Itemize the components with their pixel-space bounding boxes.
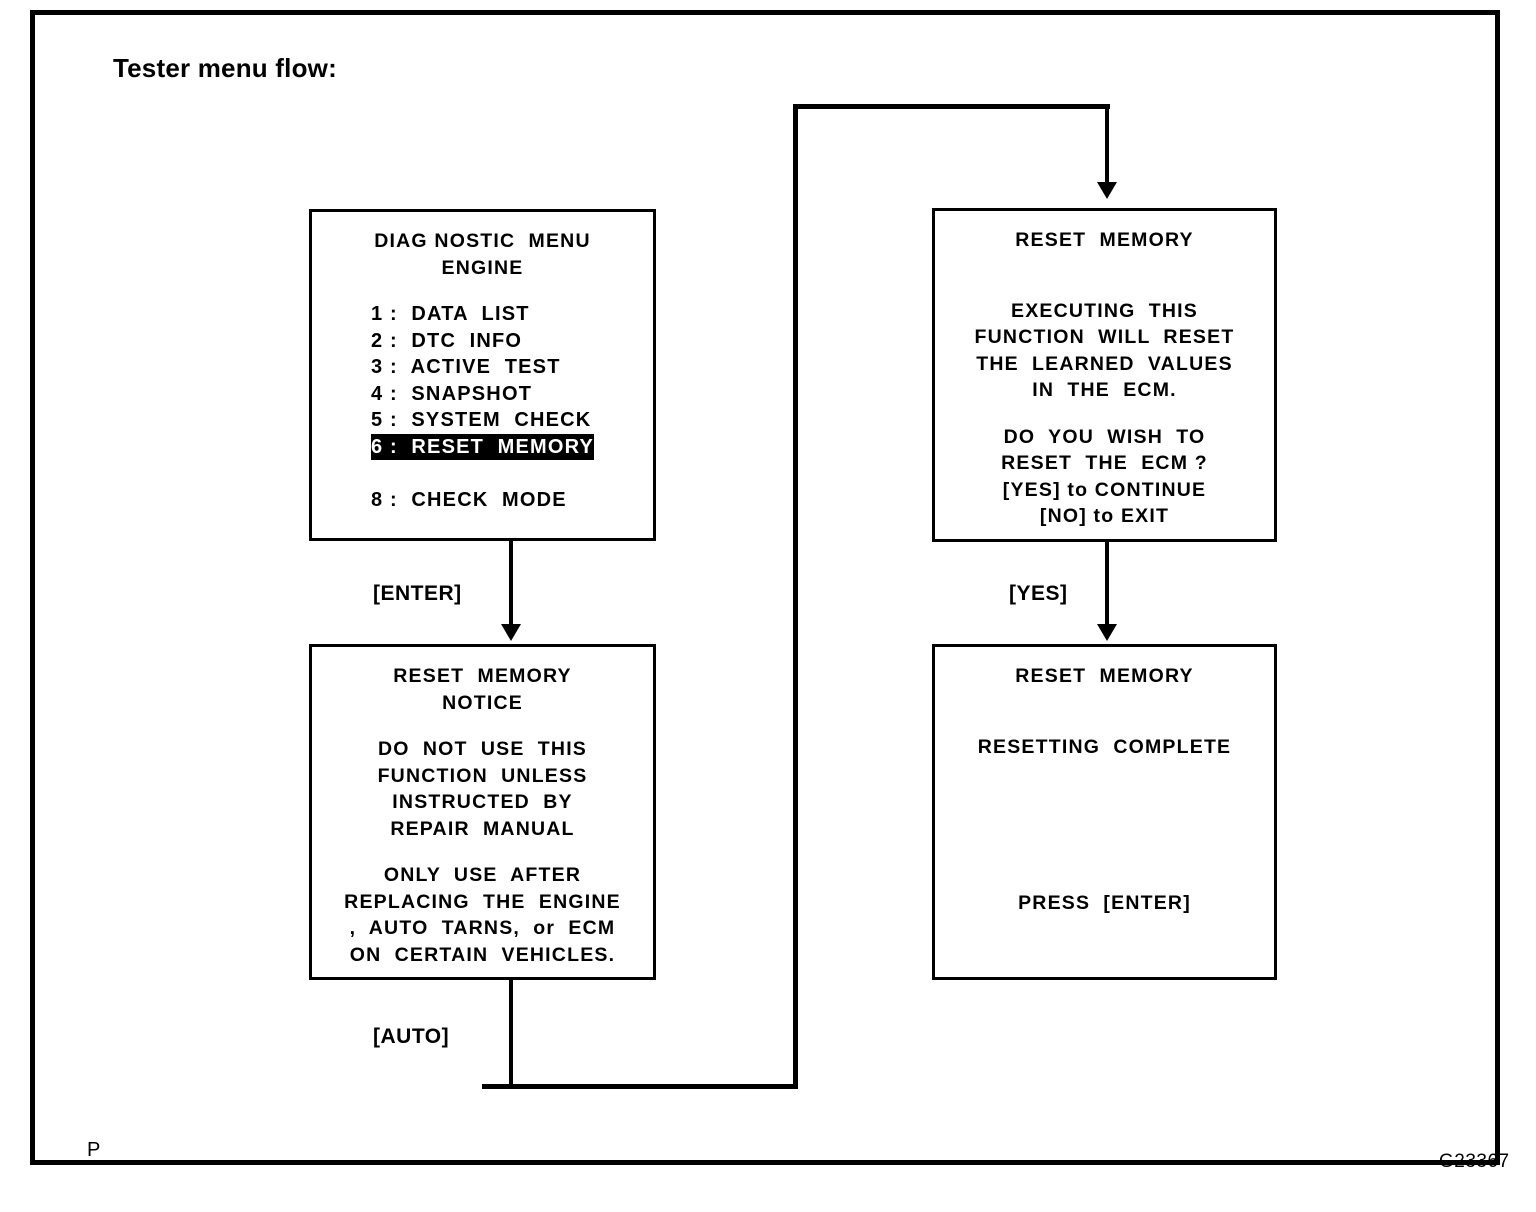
notice-block2-line4: ON CERTAIN VEHICLES. — [349, 943, 616, 966]
menu-item-system-check[interactable]: 5 : SYSTEM CHECK — [370, 409, 592, 431]
diagnostic-menu-header-line2: ENGINE — [441, 256, 524, 279]
diagnostic-menu-list: 1 : DATA LIST 2 : DTC INFO 3 : ACTIVE TE… — [370, 301, 595, 513]
figure-frame: Tester menu flow: DIAG NOSTIC MENU ENGIN… — [30, 10, 1509, 1172]
menu-item-data-list[interactable]: 1 : DATA LIST — [370, 303, 530, 325]
complete-status: RESETTING COMPLETE — [977, 735, 1232, 758]
confirm-block1-line4: IN THE ECM. — [1032, 379, 1177, 401]
menu-item-dtc-info[interactable]: 2 : DTC INFO — [370, 329, 523, 352]
notice-block1-line4: REPAIR MANUAL — [390, 817, 575, 840]
menu-item-spacer — [371, 460, 594, 487]
complete-spacer-1 — [935, 690, 1274, 734]
complete-spacer-3 — [935, 846, 1274, 890]
connector-enter-line — [509, 541, 513, 626]
notice-block2-line3: , AUTO TARNS, or ECM — [349, 917, 616, 939]
connector-loop-arrowhead — [1097, 182, 1117, 199]
confirm-no-option[interactable]: [NO] to EXIT — [1039, 505, 1170, 527]
page-title: Tester menu flow: — [113, 53, 337, 83]
notice-block2-line1: ONLY USE AFTER — [383, 864, 582, 886]
connector-yes-line — [1105, 542, 1109, 626]
confirm-block1-line3: THE LEARNED VALUES — [976, 352, 1233, 375]
confirm-spacer-1 — [935, 254, 1274, 298]
confirm-yes-option[interactable]: [YES] to CONTINUE — [1002, 478, 1207, 501]
menu-item-check-mode[interactable]: 8 : CHECK MODE — [370, 488, 567, 511]
figure-id-code: G23367 — [1439, 1151, 1510, 1172]
confirm-title: RESET MEMORY — [1015, 229, 1194, 251]
notice-block2-line2: REPLACING THE ENGINE — [344, 890, 621, 913]
edge-label-auto: [AUTO] — [373, 1025, 450, 1048]
diagnostic-menu-header-line1: DIAG NOSTIC MENU — [374, 230, 591, 252]
notice-title: RESET MEMORY — [393, 665, 572, 687]
connector-yes-arrowhead — [1097, 624, 1117, 641]
corner-mark: P — [87, 1139, 101, 1161]
confirm-block1-line1: EXECUTING THIS — [1010, 299, 1199, 322]
edge-label-yes: [YES] — [1009, 582, 1068, 605]
connector-loop-vertical-right — [1105, 104, 1109, 184]
connector-auto-horizontal-bottom — [482, 1084, 798, 1089]
connector-loop-vertical-left — [793, 104, 798, 1089]
complete-prompt[interactable]: PRESS [ENTER] — [1018, 892, 1191, 914]
menu-item-active-test[interactable]: 3 : ACTIVE TEST — [370, 356, 561, 378]
confirm-spacer-2 — [935, 404, 1274, 424]
confirm-block2-line1: DO YOU WISH TO — [1003, 425, 1206, 448]
complete-spacer-2 — [935, 760, 1274, 846]
notice-spacer-2 — [312, 842, 653, 862]
edge-label-enter: [ENTER] — [373, 582, 462, 605]
complete-title: RESET MEMORY — [1015, 665, 1194, 687]
menu-item-snapshot[interactable]: 4 : SNAPSHOT — [370, 382, 533, 405]
notice-block1-line1: DO NOT USE THIS — [377, 738, 588, 760]
confirm-block1-line2: FUNCTION WILL RESET — [974, 326, 1235, 348]
diagnostic-menu-screen[interactable]: DIAG NOSTIC MENU ENGINE 1 : DATA LIST 2 … — [309, 209, 656, 541]
notice-spacer-1 — [312, 716, 653, 736]
connector-auto-vertical — [509, 980, 513, 1088]
connector-loop-horizontal-top — [793, 104, 1110, 109]
reset-memory-confirm-screen[interactable]: RESET MEMORY EXECUTING THIS FUNCTION WIL… — [932, 208, 1277, 542]
notice-subtitle: NOTICE — [442, 691, 523, 714]
resetting-complete-screen[interactable]: RESET MEMORY RESETTING COMPLETE PRESS [E… — [932, 644, 1277, 980]
confirm-block2-line2: RESET THE ECM ? — [1001, 452, 1208, 474]
connector-enter-arrowhead — [501, 624, 521, 641]
reset-memory-notice-screen[interactable]: RESET MEMORY NOTICE DO NOT USE THIS FUNC… — [309, 644, 656, 980]
menu-item-reset-memory-selected[interactable]: 6 : RESET MEMORY — [370, 433, 595, 460]
notice-block1-line3: INSTRUCTED BY — [392, 791, 573, 813]
notice-block1-line2: FUNCTION UNLESS — [377, 764, 588, 787]
